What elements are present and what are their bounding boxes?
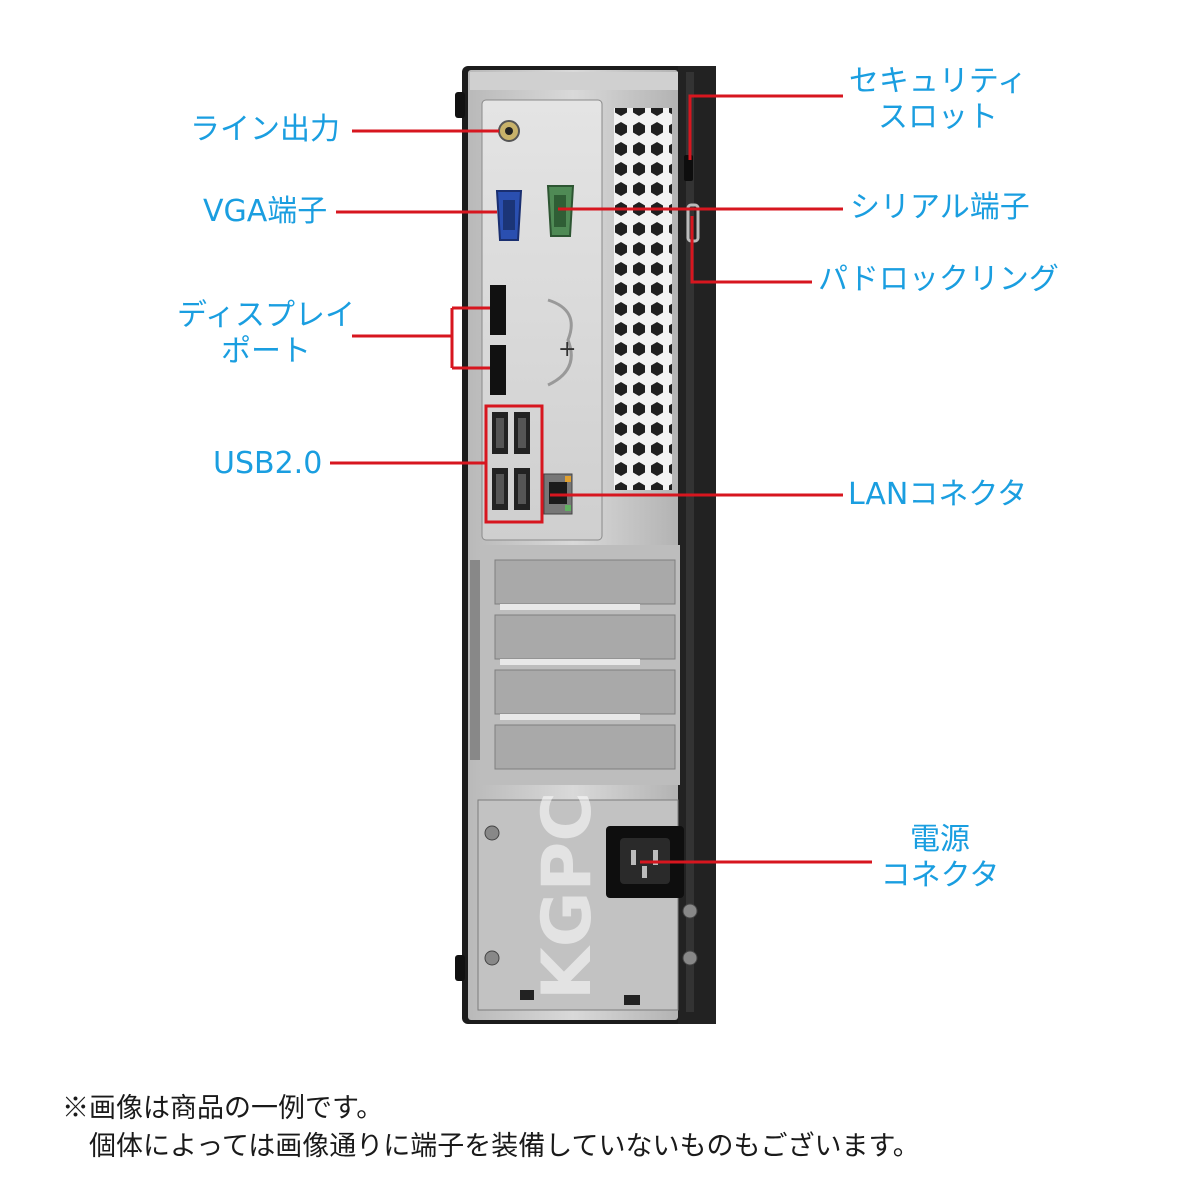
svg-text:+: + xyxy=(558,337,576,362)
serial-connector xyxy=(546,185,575,237)
label-line-out: ライン出力 xyxy=(190,112,340,147)
leader-lines xyxy=(330,94,872,864)
watermark: KGPC xyxy=(528,792,607,1000)
ventilation-grille xyxy=(614,108,672,490)
security-slot xyxy=(684,155,693,181)
leader-line-padlock xyxy=(690,216,812,284)
label-padlock-ring: パドロックリング xyxy=(818,262,1059,297)
label-displayport: ディスプレイ ポート xyxy=(177,298,355,369)
leader-line-displayport xyxy=(352,306,490,370)
usb-ports xyxy=(492,412,530,510)
disclaimer-line-2: 個体によっては画像通りに端子を装備していないものもございます。 xyxy=(62,1131,920,1162)
displayport-connectors xyxy=(490,285,506,395)
label-power-connector: 電源 コネクタ xyxy=(880,822,1000,893)
label-lan-connector: LANコネクタ xyxy=(848,477,1028,512)
label-security-slot: セキュリティ スロット xyxy=(848,64,1028,135)
leader-line-security xyxy=(688,94,843,160)
label-vga-port: VGA端子 xyxy=(203,194,328,229)
usb-highlight-box xyxy=(484,404,544,524)
power-supply xyxy=(477,799,698,1011)
label-usb: USB2.0 xyxy=(213,446,323,481)
expansion-slots xyxy=(470,545,680,785)
label-serial-port: シリアル端子 xyxy=(850,190,1030,225)
vga-connector xyxy=(495,190,523,241)
disclaimer-line-1: ※画像は商品の一例です。 xyxy=(62,1093,384,1124)
